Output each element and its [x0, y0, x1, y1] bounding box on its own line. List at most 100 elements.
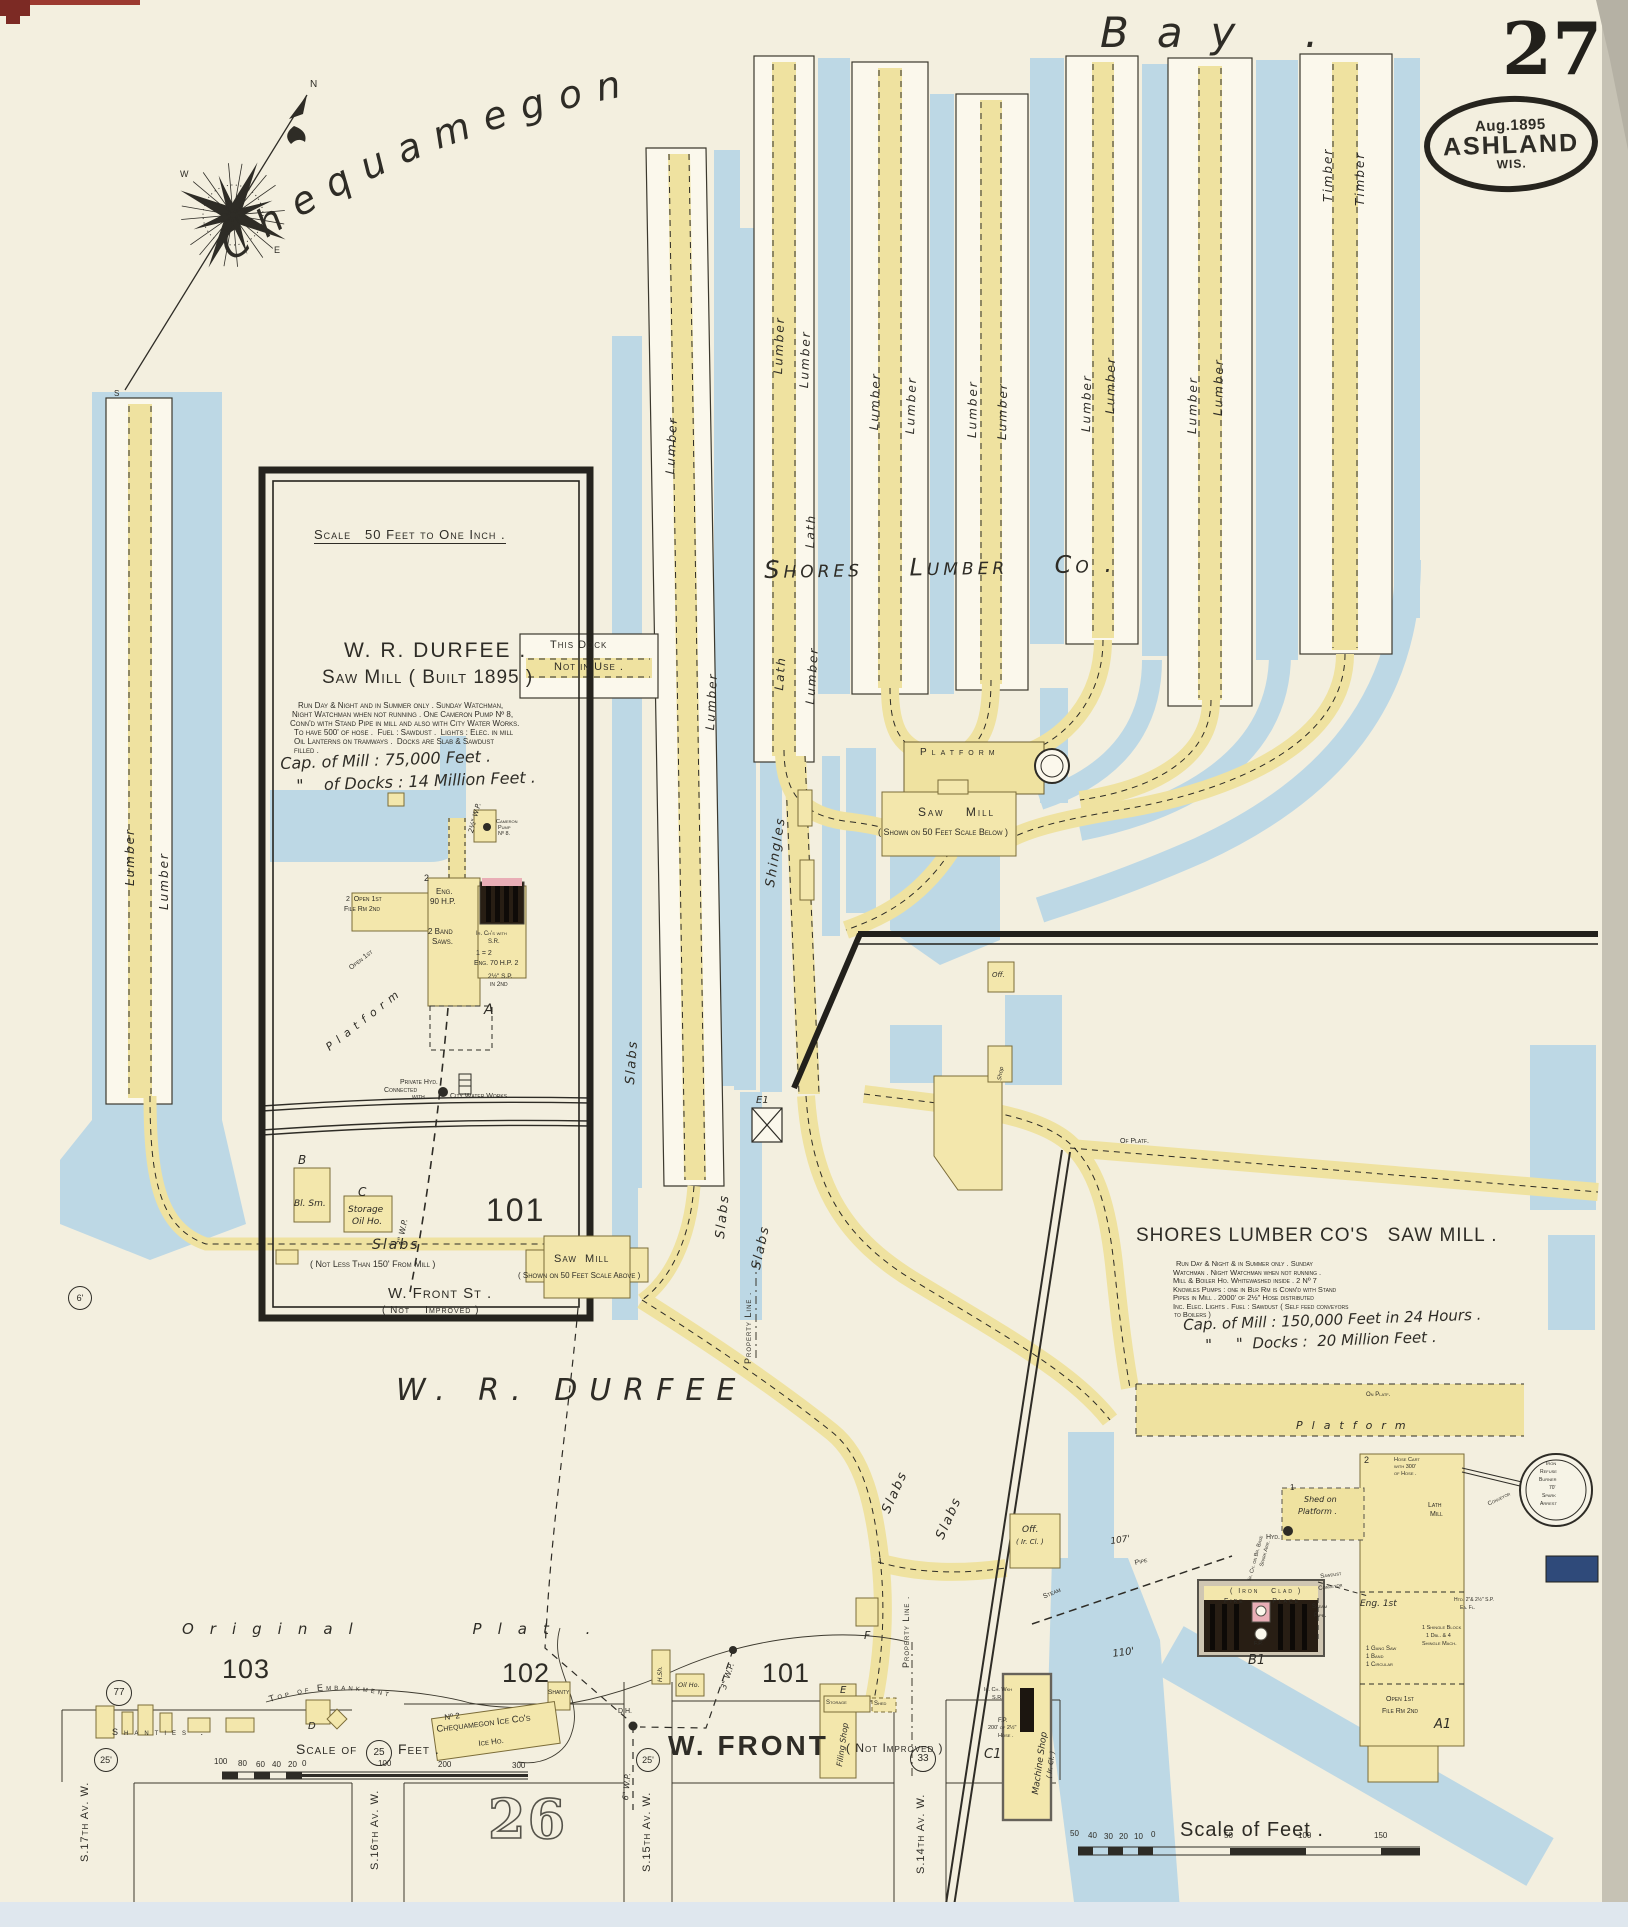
symbol-layer — [124, 94, 1599, 1731]
dock-label-lath-2: Lath — [772, 655, 789, 691]
scaleL-40: 40 — [272, 1760, 281, 1769]
shed-plat-0: 1 — [1290, 1483, 1295, 1492]
shop-small-label: Shop — [997, 1066, 1006, 1081]
h-sh-label: H.Sh. — [657, 1666, 664, 1682]
wp-6: 6" W.P. — [621, 1772, 633, 1801]
shores-desc-7: to Boilers ) — [1174, 1310, 1211, 1319]
compass-w: W — [180, 169, 189, 179]
street-s15: S.15th Av. W. — [641, 1791, 653, 1872]
dock-label-lumber-1: Lumber — [771, 316, 788, 375]
scaleL-20: 20 — [288, 1760, 297, 1769]
w-front-st-2: ( Not Improved ) — [382, 1305, 480, 1316]
dock-label-slabs-2: Slabs — [713, 1193, 733, 1240]
dock-label-lumber-4: Lumber — [903, 376, 920, 435]
platform-label-2: Platform — [1296, 1419, 1415, 1432]
section-border — [791, 931, 1598, 1090]
w-front-main-2: ( Not Improved ) — [846, 1741, 944, 1755]
open-1st-diag: Open 1st — [348, 948, 375, 972]
scaleL-80: 80 — [238, 1759, 247, 1768]
fp-200-1: F.P. — [998, 1718, 1008, 1724]
e-bldg-label: E — [840, 1685, 847, 1696]
steam-pipe-2b: Pipe. — [1314, 1613, 1327, 1619]
burner-3: Burner — [1539, 1477, 1557, 1483]
sawdust-conv-2: Conveyor — [1318, 1582, 1343, 1592]
c-bldg-label: C — [358, 1185, 367, 1199]
band-saws-2: Saws. — [432, 937, 454, 946]
lath-mill-2: Mill — [1430, 1511, 1443, 1518]
compass-rose-icon — [124, 94, 308, 391]
dock-label-lumber-11: Lumber — [703, 672, 721, 731]
steam-label: Steam — [1042, 1586, 1062, 1601]
building-layer — [95, 741, 1465, 1822]
badge-state: WIS. — [1496, 156, 1527, 172]
shingle-3: Shingle Mach. — [1422, 1641, 1457, 1647]
scaleR-30: 30 — [1104, 1832, 1113, 1841]
shanty-label: Shanty — [548, 1689, 570, 1696]
circle-25-a: 25' — [94, 1748, 118, 1772]
this-dock-2: Not in Use . — [554, 661, 624, 673]
ir-chs-1: Ir. Ch's with — [476, 931, 507, 937]
durfee-cap-1: Cap. of Mill : 75,000 Feet . — [279, 746, 492, 773]
dock-label-timber-1: Timber — [1321, 147, 1335, 202]
shores-desc-3: Mill & Boiler Ho. Whitewashed inside . 2… — [1173, 1276, 1317, 1285]
scaleL-300: 300 — [512, 1761, 526, 1770]
ir-ch-wkh-1: Ir. Ch. Wkh — [984, 1687, 1013, 1693]
revision-patch — [1545, 1555, 1599, 1583]
compass-s: S — [114, 389, 120, 398]
d-h-label: D.H. — [618, 1708, 632, 1715]
marker-2-br: 2 — [1364, 1455, 1370, 1465]
scale-feet-br: Scale of Feet . — [1180, 1819, 1324, 1841]
scaleR-20: 20 — [1119, 1832, 1128, 1841]
dock-label-slabs-5: Slabs — [933, 1494, 966, 1542]
circle-25-c: 25' — [636, 1748, 660, 1772]
scale-bar-right — [1078, 1846, 1420, 1856]
property-line-1: Property Line . — [743, 1291, 753, 1364]
bay-title: Bay . — [1100, 8, 1347, 57]
of-platf-label: Of Platf. — [1120, 1138, 1149, 1145]
mill-marker-2: 2 — [424, 873, 430, 883]
eng-1st-label: Eng. 1st — [1360, 1599, 1397, 1609]
b-bldg-label: B — [298, 1153, 307, 1167]
scaleL-100b: 100 — [378, 1759, 392, 1768]
shed-plat-2: Platform . — [1298, 1507, 1337, 1516]
fp-label: F.P. — [1254, 1641, 1263, 1647]
htd-1: Htd. 2"& 2½" S.P. — [1454, 1597, 1494, 1603]
scale-25-text-1: Scale of — [296, 1741, 358, 1757]
hose-cart-3: of Hose . — [1394, 1471, 1417, 1477]
dock-label-lumber-8: Lumber — [1103, 356, 1119, 415]
dock-label-lath-1: Lath — [803, 513, 819, 549]
private-hyd-2: Connected — [384, 1087, 418, 1094]
cameron-2: Pump — [498, 825, 511, 831]
durfee-desc-3: Conn'd with Stand Pipe in mill and also … — [290, 719, 520, 728]
street-s17: S.17th Av. W. — [79, 1781, 91, 1862]
burner-2: Refuse — [1540, 1469, 1557, 1475]
d-bldg-label: D — [308, 1721, 316, 1732]
slabs-note-2: ( Not Less Than 150' From Mill ) — [310, 1259, 436, 1269]
scaleR-50a: 50 — [1070, 1829, 1079, 1838]
circle-25-b: 25 — [366, 1740, 392, 1766]
on-platf-label: On Platf. — [1366, 1392, 1391, 1398]
private-hyd-3: with — [412, 1094, 425, 1101]
open-file-br-2: File Rm 2nd — [1382, 1708, 1419, 1715]
scaleR-0: 0 — [1151, 1830, 1156, 1839]
office-2a: Off. — [1022, 1525, 1039, 1535]
private-hyd-1: Private Hyd. — [400, 1079, 438, 1086]
hose-cart-2: with 300' — [1394, 1464, 1416, 1470]
gang-1: 1 Gang Saw — [1366, 1646, 1397, 1652]
shores-desc-5: Pipes in Mill . 2000' of 2½" Hose distri… — [1173, 1293, 1314, 1302]
dock-label-slabs-3: Slabs — [749, 1223, 774, 1271]
dock-label-lumber-2: Lumber — [797, 330, 814, 389]
scaleR-100: 100 — [1298, 1831, 1312, 1840]
durfee-title: W. R. DURFEE . — [344, 639, 528, 662]
saw-mill-label-1: Saw Mill — [918, 805, 996, 819]
dock-label-lumber-12: Lumber — [123, 828, 137, 886]
street-s16: S.16th Av. W. — [369, 1789, 381, 1870]
scaleR-50b: 50 — [1224, 1831, 1233, 1840]
one-eq-2: 1 = 2 — [476, 950, 492, 957]
this-dock-1: This Dock — [550, 639, 608, 651]
durfee-subtitle: Saw Mill ( Built 1895 ) — [322, 667, 534, 688]
c1-label: C1 — [984, 1747, 1002, 1762]
shores-mill-title: SHORES LUMBER CO'S SAW MILL . — [1136, 1225, 1498, 1246]
platform-label-1: Platform — [920, 747, 1000, 758]
